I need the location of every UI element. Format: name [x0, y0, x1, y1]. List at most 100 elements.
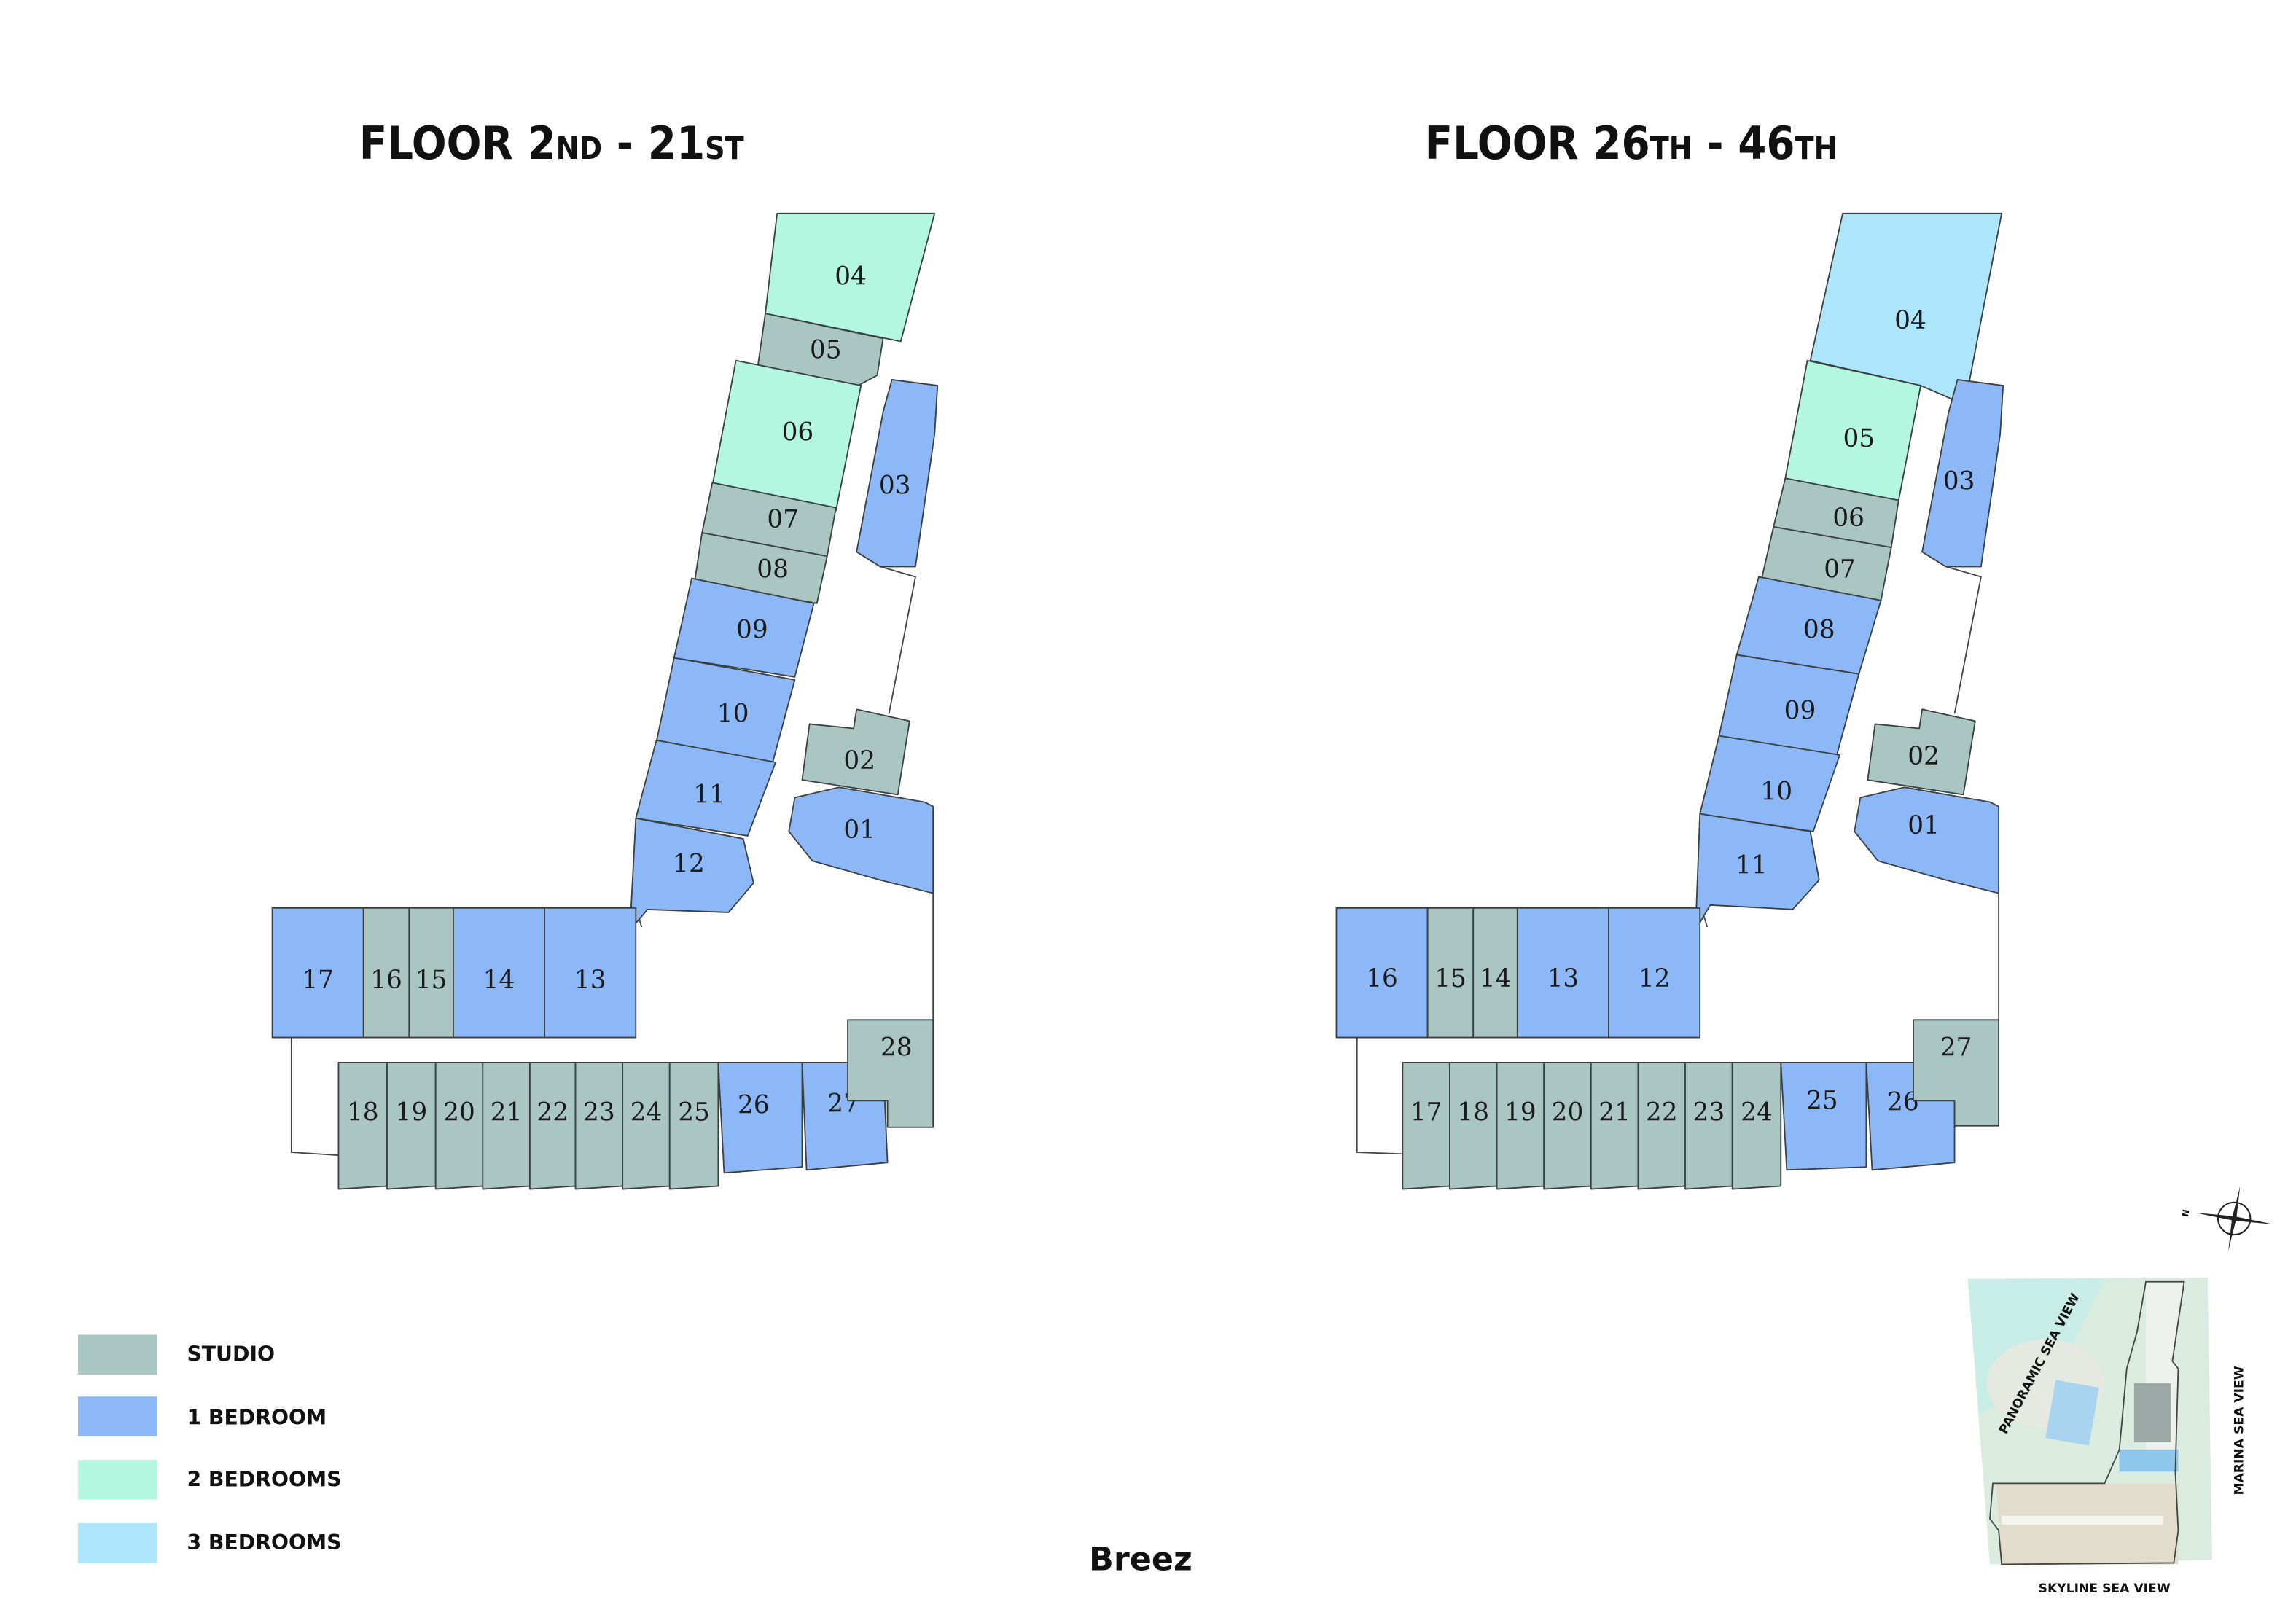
unit-number: 28 [880, 1033, 913, 1063]
unit-01[interactable]: 01 [1854, 786, 2000, 894]
unit-number: 24 [1741, 1098, 1773, 1127]
unit-12[interactable]: 12 [629, 817, 754, 931]
unit-08[interactable]: 08 [1735, 576, 1882, 675]
unit-shape-studio[interactable] [668, 1061, 719, 1190]
legend-swatch-studio [78, 1334, 158, 1375]
unit-05[interactable]: 05 [757, 313, 884, 386]
unit-shape-1br[interactable] [635, 739, 777, 837]
unit-shape-1br[interactable] [717, 1061, 803, 1174]
title-mid: - 46 [1692, 117, 1795, 170]
unit-shape-1br[interactable] [1608, 907, 1701, 1039]
unit-number: 21 [1598, 1098, 1631, 1127]
unit-number: 06 [782, 418, 814, 447]
corridor-outline [272, 551, 934, 1157]
unit-number: 26 [738, 1090, 770, 1119]
unit-number: 27 [1940, 1033, 1972, 1063]
unit-shape-studio[interactable] [801, 708, 910, 796]
unit-shape-1br[interactable] [856, 379, 939, 568]
unit-number: 16 [1366, 964, 1398, 993]
site-map: PANORAMIC SEA VIEW MARINA SEA VIEW SKYLI… [1967, 1277, 2246, 1596]
unit-18[interactable]: 18 [337, 1061, 388, 1190]
unit-shape-1br[interactable] [788, 786, 934, 894]
unit-14[interactable]: 14 [453, 907, 546, 1039]
unit-19[interactable]: 19 [1496, 1061, 1545, 1190]
floor-title-right: FLOOR 26TH - 46TH [1425, 117, 1838, 170]
unit-19[interactable]: 19 [386, 1061, 437, 1190]
unit-number: 03 [1943, 466, 1975, 496]
legend-label-2-bedrooms: 2 BEDROOMS [187, 1467, 341, 1491]
unit-17[interactable]: 17 [1402, 1061, 1450, 1190]
unit-number: 02 [843, 746, 875, 775]
unit-09[interactable]: 09 [673, 577, 815, 678]
unit-16[interactable]: 16 [362, 907, 410, 1039]
unit-20[interactable]: 20 [434, 1061, 484, 1190]
legend-label-1-bedroom: 1 BEDROOM [187, 1406, 327, 1430]
unit-shape-1br[interactable] [673, 577, 815, 678]
unit-25[interactable]: 25 [1780, 1061, 1867, 1171]
unit-21[interactable]: 21 [482, 1061, 531, 1190]
unit-number: 13 [574, 966, 606, 995]
unit-04[interactable]: 04 [765, 212, 936, 343]
unit-25[interactable]: 25 [668, 1061, 719, 1190]
unit-20[interactable]: 20 [1543, 1061, 1592, 1190]
unit-number: 19 [396, 1098, 428, 1127]
unit-26[interactable]: 26 [717, 1061, 803, 1174]
unit-13[interactable]: 13 [1516, 907, 1609, 1039]
marina-sea-view-label: MARINA SEA VIEW [2232, 1366, 2246, 1495]
title-suffix: ND [556, 130, 603, 166]
title-suffix: TH [1650, 130, 1692, 166]
unit-shape-1br[interactable] [544, 907, 637, 1039]
unit-15[interactable]: 15 [408, 907, 454, 1039]
unit-11[interactable]: 11 [635, 739, 777, 837]
unit-21[interactable]: 21 [1590, 1061, 1639, 1190]
title-suffix: TH [1795, 130, 1838, 166]
unit-14[interactable]: 14 [1472, 907, 1518, 1039]
title-main: FLOOR 2 [359, 117, 556, 170]
unit-10[interactable]: 10 [1699, 735, 1840, 832]
unit-28[interactable]: 28 [847, 1019, 934, 1128]
unit-shape-studio[interactable] [1867, 708, 1976, 796]
unit-shape-1br[interactable] [1699, 735, 1840, 832]
unit-07[interactable]: 07 [701, 482, 837, 558]
skyline-sea-view-label: SKYLINE SEA VIEW [2039, 1581, 2171, 1596]
unit-23[interactable]: 23 [574, 1061, 624, 1190]
unit-24[interactable]: 24 [622, 1061, 671, 1190]
unit-shape-1br[interactable] [1854, 786, 2000, 894]
unit-number: 12 [1639, 964, 1671, 993]
unit-15[interactable]: 15 [1426, 907, 1475, 1039]
unit-02[interactable]: 02 [1867, 708, 1976, 796]
unit-shape-2br[interactable] [765, 212, 936, 343]
unit-number: 12 [673, 849, 705, 878]
unit-number: 19 [1504, 1098, 1536, 1127]
unit-number: 09 [1784, 696, 1816, 725]
unit-shape-1br[interactable] [1780, 1061, 1867, 1171]
unit-17[interactable]: 17 [271, 907, 364, 1039]
unit-12[interactable]: 12 [1608, 907, 1701, 1039]
unit-22[interactable]: 22 [529, 1061, 577, 1190]
unit-number: 01 [843, 816, 875, 845]
unit-11[interactable]: 11 [1695, 813, 1820, 931]
unit-shape-1br[interactable] [1921, 379, 2004, 568]
unit-02[interactable]: 02 [801, 708, 910, 796]
unit-03[interactable]: 03 [856, 379, 939, 568]
unit-04[interactable]: 04 [1809, 212, 2003, 406]
legend-label-studio: STUDIO [187, 1342, 275, 1366]
unit-23[interactable]: 23 [1684, 1061, 1733, 1190]
unit-18[interactable]: 18 [1449, 1061, 1498, 1190]
unit-13[interactable]: 13 [544, 907, 637, 1039]
unit-10[interactable]: 10 [655, 657, 796, 763]
unit-shape-3br[interactable] [1809, 212, 2003, 406]
unit-05[interactable]: 05 [1784, 359, 1922, 501]
unit-shape-studio[interactable] [1731, 1061, 1782, 1190]
unit-16[interactable]: 16 [1335, 907, 1429, 1039]
brand-name: Breez [1089, 1541, 1192, 1579]
unit-shape-studio[interactable] [757, 313, 884, 386]
unit-27[interactable]: 27 [1913, 1019, 2000, 1127]
unit-22[interactable]: 22 [1637, 1061, 1686, 1190]
unit-24[interactable]: 24 [1731, 1061, 1782, 1190]
unit-06[interactable]: 06 [1773, 477, 1899, 549]
unit-03[interactable]: 03 [1921, 379, 2004, 568]
unit-shape-studio[interactable] [1913, 1019, 2000, 1127]
unit-01[interactable]: 01 [788, 786, 934, 894]
unit-shape-studio[interactable] [847, 1019, 934, 1128]
